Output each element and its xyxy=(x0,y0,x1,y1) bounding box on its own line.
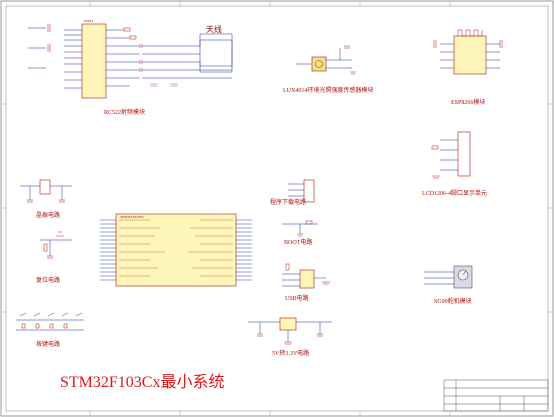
boot-components xyxy=(297,220,313,237)
swd-pin-header-icon xyxy=(303,179,315,203)
esp8266-chip xyxy=(453,35,487,75)
power-label: 5V转3.3V电路 xyxy=(272,351,310,357)
lcd-wires xyxy=(440,139,458,171)
motor-wires xyxy=(424,271,454,285)
keys-wires xyxy=(16,319,84,331)
antenna-label: 天线 xyxy=(206,25,222,34)
motor-group xyxy=(424,265,473,289)
usb-passives xyxy=(285,263,330,285)
crystal-group xyxy=(20,179,72,203)
wifi-module-label: ESP8266模块 xyxy=(451,100,486,106)
boot-label: BOOT电路 xyxy=(284,240,313,246)
usb-group xyxy=(282,263,330,289)
mcu-left-pins xyxy=(100,219,116,281)
wifi-module-group xyxy=(433,29,503,75)
motor-label: SG90舵机模块 xyxy=(434,299,472,305)
servo-arm-icon xyxy=(462,270,467,276)
program-header-wires xyxy=(288,183,304,197)
title-block xyxy=(443,379,549,412)
lcd-side-components xyxy=(431,145,440,179)
light-sensor-eye-icon xyxy=(315,60,323,68)
rfid-left-pins xyxy=(28,27,82,89)
crystal-label: 晶振电路 xyxy=(36,213,61,219)
usb-wires xyxy=(282,273,326,287)
usb-connector-icon xyxy=(299,269,315,289)
rfid-module-group xyxy=(28,23,233,99)
reset-label: 复位电路 xyxy=(36,278,61,284)
rfid-ground-symbols xyxy=(150,83,178,87)
reset-components xyxy=(43,231,64,259)
mcu-chip-label: STM32F103C8T6 xyxy=(120,215,144,219)
crystal-oscillator-icon xyxy=(39,179,51,195)
lcd-label: LCD1206-4脚口显示单元 xyxy=(422,191,487,197)
crystal-caps xyxy=(27,199,65,203)
esp8266-side-components xyxy=(433,40,503,48)
program-label: 程序下载电路 xyxy=(270,200,307,206)
crystal-wires xyxy=(20,185,72,200)
rfid-right-pins xyxy=(106,29,140,87)
program-header-group xyxy=(288,179,315,203)
rfid-chip-label: RC522 xyxy=(84,19,94,23)
ldo-regulator-chip xyxy=(279,317,297,331)
keys-label: 按键电路 xyxy=(36,342,61,348)
antenna-loop-icon xyxy=(199,39,233,67)
esp8266-pins xyxy=(440,43,500,69)
keys-switches xyxy=(19,312,83,329)
sheet-title: STM32F103Cx最小系统 xyxy=(60,374,225,391)
power-group xyxy=(248,317,332,345)
reset-group xyxy=(40,231,72,259)
light-sensor-group xyxy=(296,45,356,75)
power-wires xyxy=(248,321,332,342)
lcd-pin-header-icon xyxy=(457,131,471,177)
mcu-right-pins xyxy=(236,219,252,281)
lcd-group xyxy=(431,131,471,179)
usb-label: USB电路 xyxy=(285,296,309,302)
sheet-inner-border xyxy=(5,5,549,412)
rfid-chip xyxy=(81,23,107,99)
mcu-group xyxy=(100,213,252,287)
light-sensor-passives xyxy=(344,45,356,75)
mcu-chip xyxy=(115,213,237,287)
boot-group xyxy=(282,220,318,237)
keys-group xyxy=(16,312,84,331)
light-sensor-wires xyxy=(296,48,352,69)
rfid-module-label: RC522射频模块 xyxy=(104,110,146,116)
light-sensor-label: LUX4014环境光照强度传感器模块 xyxy=(283,88,374,94)
light-sensor-chip xyxy=(311,56,327,72)
mcu-pin-text-lines xyxy=(119,219,233,277)
esp8266-antenna-trace-icon xyxy=(457,29,483,37)
power-caps xyxy=(257,333,323,345)
reset-wires xyxy=(40,239,72,256)
